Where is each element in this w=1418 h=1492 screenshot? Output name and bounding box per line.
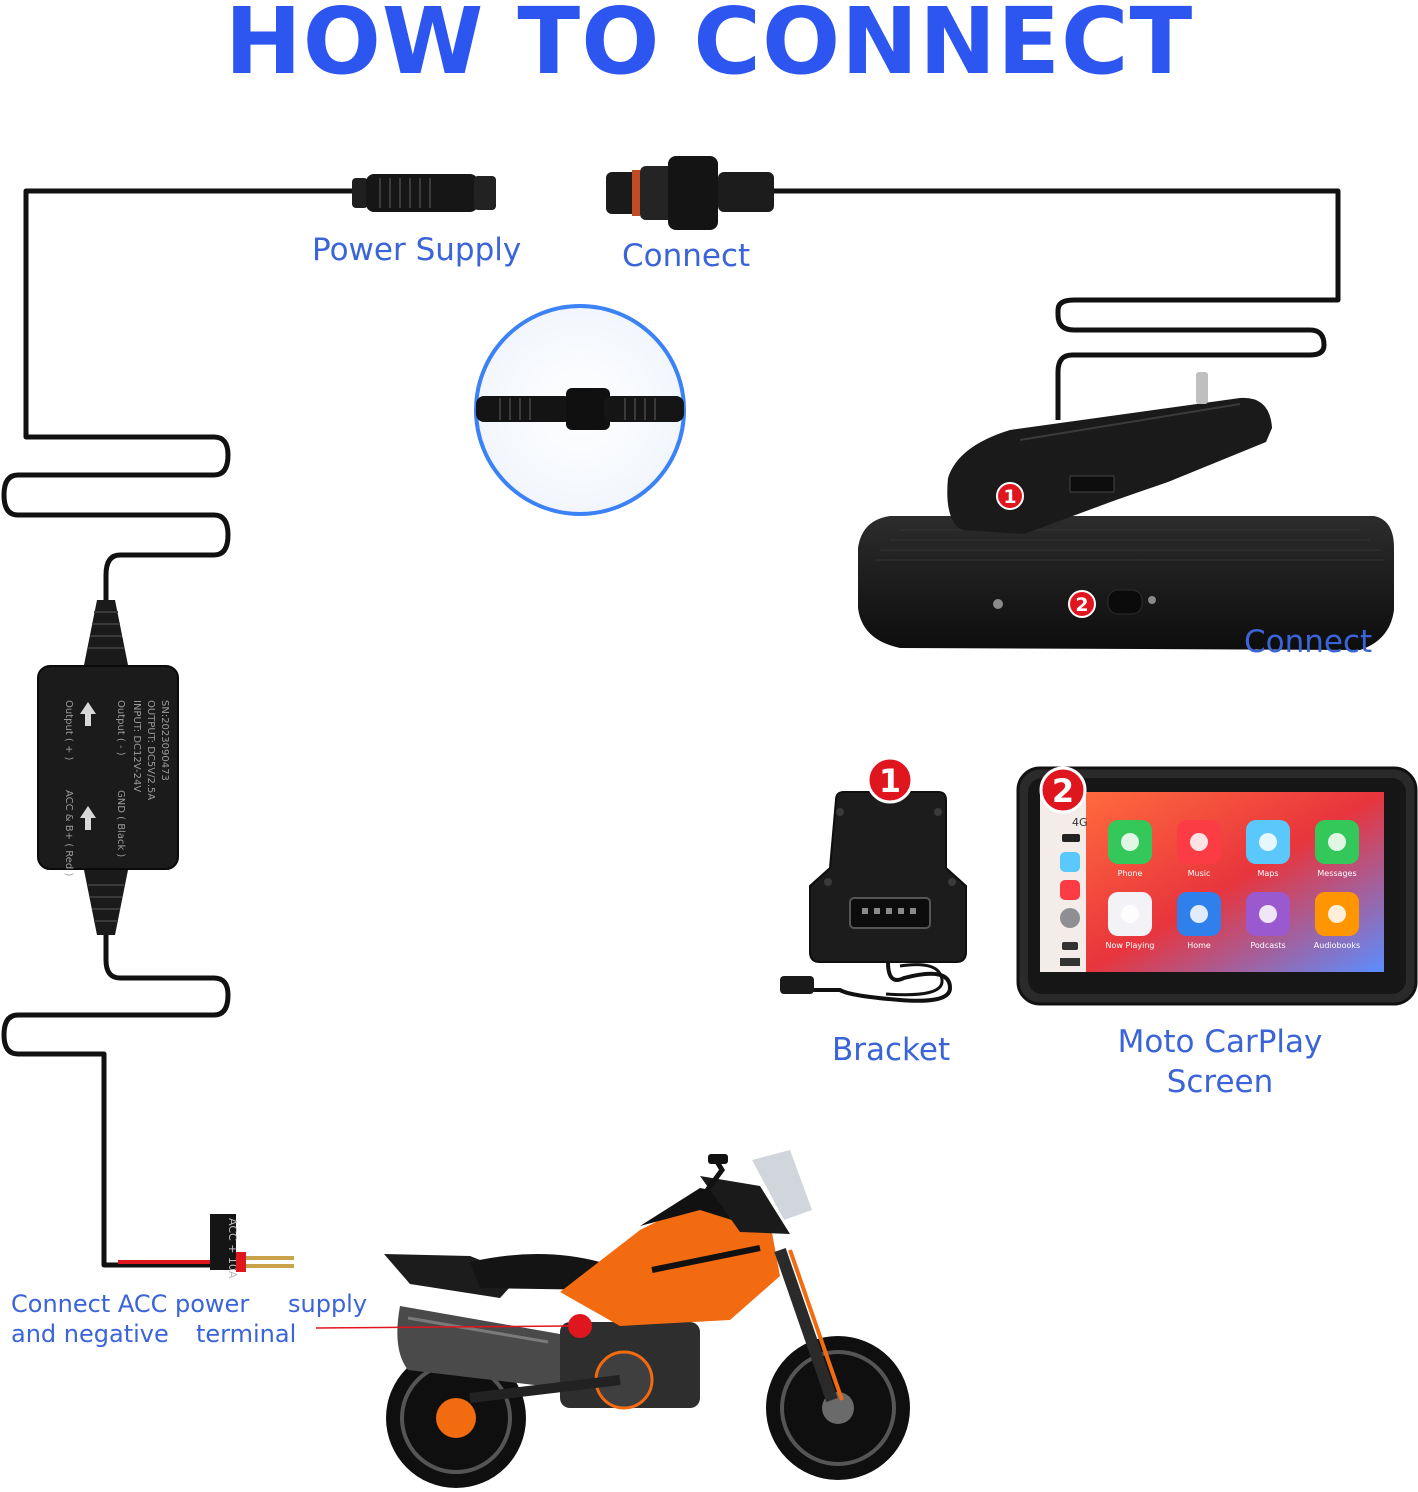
- sidebar-car-icon: [1062, 942, 1078, 950]
- carplay-app-music: Music: [1177, 820, 1221, 878]
- converter-label-col6: OUTPUT: DC5V/2.5A: [145, 700, 156, 800]
- audiobooks-icon-glyph: [1328, 905, 1346, 923]
- cable-strain-relief-top: [84, 600, 128, 665]
- mounted-assembly: [858, 372, 1394, 650]
- marker-1-bracket-top: 1: [996, 482, 1024, 510]
- sidebar-maps-icon: [1060, 852, 1080, 872]
- carplay-app-label: Music: [1188, 869, 1211, 878]
- converter-label-col2: ACC & B+ ( Red ): [63, 790, 74, 876]
- carplay-app-label: Audiobooks: [1314, 941, 1360, 950]
- sidebar-music-icon: [1060, 880, 1080, 900]
- battery-icon: [1062, 834, 1080, 842]
- carplay-app-label: Home: [1187, 941, 1211, 950]
- converter-label-col3: Output ( - ): [115, 700, 126, 756]
- marker-2-screen-top: 2: [1068, 590, 1096, 618]
- carplay-app-label: Now Playing: [1105, 941, 1154, 950]
- motorcycle-image: [384, 1150, 910, 1488]
- converter-label-col4: GND ( Black ): [115, 790, 126, 857]
- svg-text:2: 2: [1075, 594, 1088, 616]
- screen-side-connector: [606, 156, 774, 230]
- svg-text:1: 1: [1003, 486, 1016, 508]
- power-cable-lower: [1, 935, 231, 1268]
- label-acc-line1-a: Connect ACC power: [11, 1290, 250, 1318]
- home-icon-glyph: [1190, 905, 1208, 923]
- label-power-supply: Power Supply: [312, 232, 522, 268]
- music-icon-glyph: [1190, 833, 1208, 851]
- sidebar-grid-icon: [1060, 958, 1080, 966]
- fuse-tap: [210, 1214, 236, 1270]
- network-status: 4G: [1072, 816, 1088, 829]
- carplay-app-now-playing: Now Playing: [1105, 892, 1155, 950]
- label-connect-top: Connect: [622, 238, 751, 274]
- cable-strain-relief-bottom: [84, 870, 128, 935]
- label-carplay-screen: Moto CarPlay Screen: [1100, 1022, 1340, 1102]
- label-bracket: Bracket: [832, 1032, 951, 1068]
- joined-connector: [476, 388, 684, 430]
- converter-label-col7: SN:2023090473: [159, 700, 170, 781]
- now-playing-icon-glyph: [1121, 905, 1139, 923]
- acc-pointer-line: [315, 1325, 569, 1329]
- carplay-app-audiobooks: Audiobooks: [1314, 892, 1360, 950]
- label-acc-line1-b: supply: [288, 1290, 368, 1318]
- power-cable-left: [1, 188, 355, 600]
- marker-2-screen: 2: [1039, 766, 1087, 814]
- svg-text:1: 1: [879, 762, 901, 800]
- carplay-app-label: Podcasts: [1250, 941, 1285, 950]
- carplay-app-label: Maps: [1257, 869, 1278, 878]
- fuse-tap-label: ACC + 10A: [226, 1218, 239, 1279]
- sidebar-settings-icon: [1060, 908, 1080, 928]
- label-acc-line2-b: terminal: [196, 1320, 297, 1348]
- label-acc-line2-a: and negative: [11, 1320, 169, 1348]
- phone-icon-glyph: [1121, 833, 1139, 851]
- converter-label-col1: Output ( + ): [63, 700, 74, 761]
- label-connect-right: Connect: [1244, 624, 1373, 660]
- podcasts-icon-glyph: [1259, 905, 1277, 923]
- converter-label-col5: INPUT: DC12V-24V: [131, 700, 142, 792]
- bracket-device: [780, 791, 967, 1003]
- power-supply-connector: [352, 174, 496, 212]
- svg-text:2: 2: [1052, 772, 1074, 810]
- marker-1-bracket: 1: [866, 756, 914, 804]
- acc-converter-box: [37, 665, 179, 870]
- carplay-app-messages: Messages: [1315, 820, 1359, 878]
- arrow-up-icon: [80, 702, 96, 830]
- carplay-app-home: Home: [1177, 892, 1221, 950]
- page-title: HOW TO CONNECT: [224, 0, 1194, 95]
- carplay-app-phone: Phone: [1108, 820, 1152, 878]
- carplay-app-maps: Maps: [1246, 820, 1290, 878]
- maps-icon-glyph: [1259, 833, 1277, 851]
- label-carplay-screen-line1: Moto CarPlay: [1117, 1024, 1323, 1060]
- label-carplay-screen-line2: Screen: [1166, 1064, 1274, 1100]
- carplay-app-label: Phone: [1118, 869, 1143, 878]
- screen-cable-right: [774, 188, 1341, 420]
- messages-icon-glyph: [1328, 833, 1346, 851]
- carplay-app-label: Messages: [1317, 869, 1356, 878]
- carplay-app-podcasts: Podcasts: [1246, 892, 1290, 950]
- acc-connection-point: [568, 1314, 592, 1338]
